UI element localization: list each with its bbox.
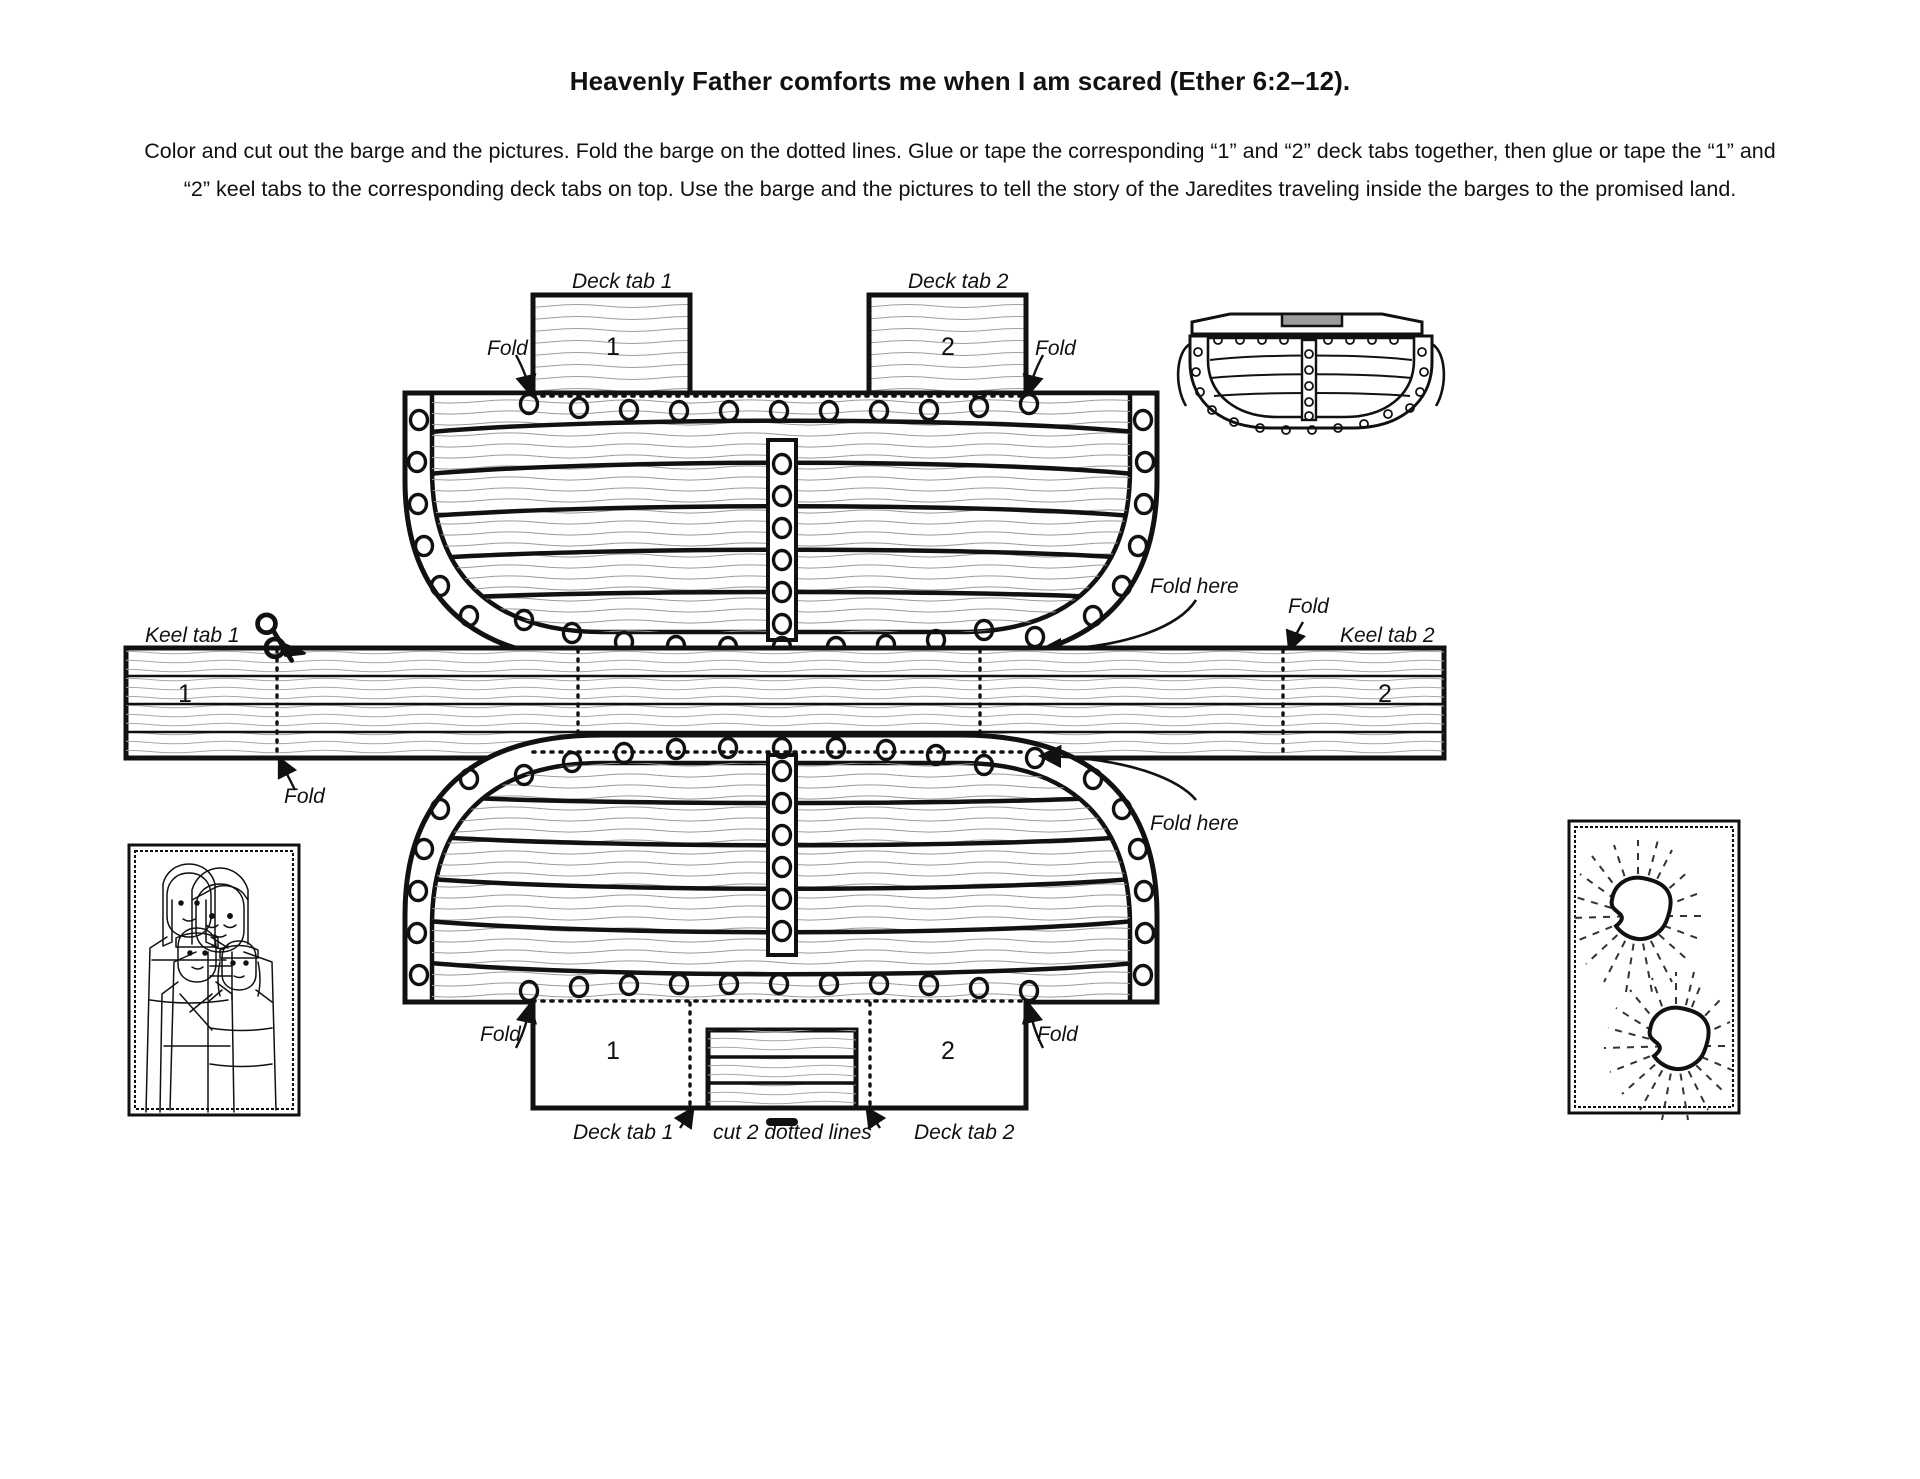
scissors-icon <box>255 612 306 663</box>
label-keel-tab-2: Keel tab 2 <box>1340 624 1435 647</box>
label-fold-top-right: Fold <box>1035 337 1076 360</box>
label-deck-tab-2-bottom: Deck tab 2 <box>914 1121 1015 1144</box>
label-fold-here-top: Fold here <box>1150 575 1239 598</box>
fold-arrow-bottom-left <box>514 1001 538 1049</box>
top-barge-hull <box>402 390 1160 663</box>
label-fold-top-left: Fold <box>487 337 528 360</box>
glowing-stones-picture <box>1567 819 1741 1121</box>
jaredite-family-picture <box>127 843 301 1117</box>
label-cut-dotted-lines: cut 2 dotted lines <box>713 1121 872 1144</box>
keel-tab-2-number: 2 <box>1378 680 1392 708</box>
fold-here-arrow-bottom <box>1037 744 1198 801</box>
keel-tab-1-number: 1 <box>178 680 192 708</box>
assembled-barge-illustration <box>1176 312 1446 435</box>
deck-tab-2-bottom-number: 2 <box>941 1037 955 1065</box>
fold-arrow-keel-right-top <box>1285 621 1307 653</box>
barge-hatch-icon <box>705 1027 859 1126</box>
bottom-barge-hull <box>402 732 1160 1005</box>
label-fold-keel-left: Fold <box>284 785 325 808</box>
label-deck-tab-2-top: Deck tab 2 <box>908 270 1009 293</box>
deck-tab-1-top-number: 1 <box>606 333 620 361</box>
deck-tab-2-top-number: 2 <box>941 333 955 361</box>
top-deck-tab-2 <box>866 292 1029 398</box>
label-deck-tab-1-bottom: Deck tab 1 <box>573 1121 674 1144</box>
label-fold-keel-right: Fold <box>1288 595 1329 618</box>
bottom-deck-tabs <box>530 999 1029 1126</box>
fold-arrow-top-left <box>514 354 537 397</box>
label-fold-here-bottom: Fold here <box>1150 812 1239 835</box>
fold-arrow-bottom-right <box>1021 1001 1045 1049</box>
label-fold-bottom-left: Fold <box>480 1023 521 1046</box>
label-keel-tab-1: Keel tab 1 <box>145 624 240 647</box>
page-title: Heavenly Father comforts me when I am sc… <box>569 66 1351 96</box>
label-deck-tab-1-top: Deck tab 1 <box>572 270 673 293</box>
fold-arrow-top-right <box>1022 354 1045 397</box>
label-fold-bottom-right: Fold <box>1037 1023 1078 1046</box>
cut-label-arrows <box>673 1106 887 1130</box>
fold-arrow-keel-left-bottom <box>277 755 298 791</box>
deck-tab-1-bottom-number: 1 <box>606 1037 620 1065</box>
instructions-text: Color and cut out the barge and the pict… <box>144 139 1776 201</box>
top-deck-tab-1 <box>530 292 693 398</box>
